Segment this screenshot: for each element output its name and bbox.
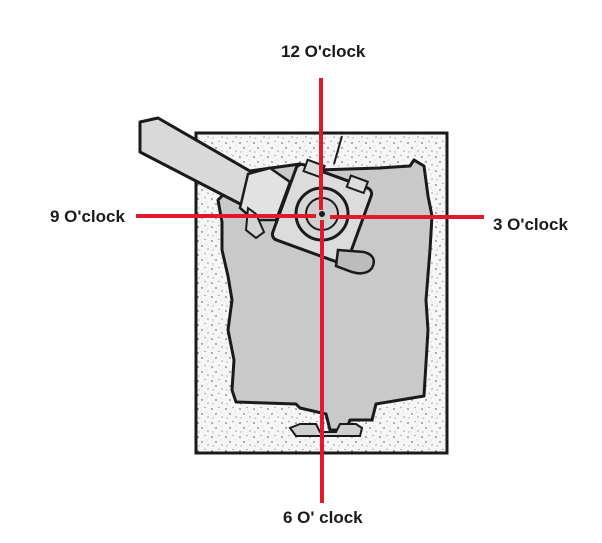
label-3-oclock: 3 O'clock: [493, 215, 568, 234]
label-6-oclock: 6 O' clock: [283, 508, 363, 527]
label-9-oclock: 9 O'clock: [50, 207, 125, 226]
valve-stem: [333, 135, 343, 165]
label-12-oclock: 12 O'clock: [281, 42, 366, 61]
meter-body: [216, 158, 434, 432]
valve-center-dot: [319, 211, 325, 217]
valve-lever: [334, 248, 375, 275]
meter-foot: [288, 423, 364, 437]
